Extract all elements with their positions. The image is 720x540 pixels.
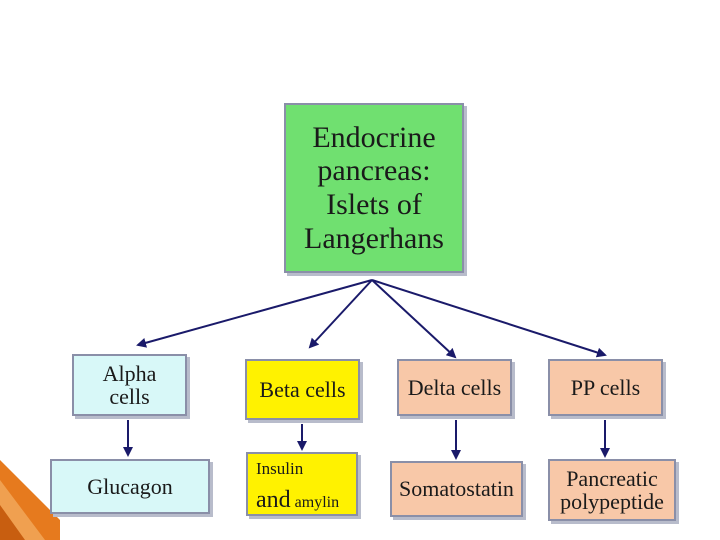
arrow-to-delta (371, 279, 457, 359)
amylin-label: amylin (294, 493, 340, 511)
delta-cells-box: Delta cells (397, 359, 512, 416)
arrow-to-alpha (136, 279, 373, 348)
delta-label: Delta cells (407, 374, 502, 400)
pancreatic-polypeptide-box: Pancreatic polypeptide (548, 459, 676, 521)
alpha-line-1: Alpha (102, 360, 157, 386)
pancpp-line-2: polypeptide (560, 489, 664, 514)
insulin-label: Insulin (256, 459, 304, 478)
and-label: and (256, 486, 291, 513)
insulin-amylin-box: Insulin and amylin (246, 452, 358, 516)
endocrine-pancreas-box: Endocrine pancreas: Islets of Langerhans (284, 103, 464, 273)
somatostatin-box: Somatostatin (390, 461, 523, 517)
alpha-cells-box: Alpha cells (72, 354, 187, 416)
arrow-to-pp (371, 279, 607, 358)
alpha-line-2: cells (109, 384, 150, 409)
root-line-1: Endocrine (312, 120, 436, 154)
pp-cells-box: PP cells (548, 359, 663, 416)
root-line-2: pancreas: (317, 154, 431, 188)
decorative-swoosh (0, 460, 60, 540)
somatostatin-label: Somatostatin (399, 476, 514, 502)
glucagon-label: Glucagon (87, 473, 173, 499)
root-line-3: Islets of (326, 188, 422, 221)
glucagon-box: Glucagon (50, 459, 210, 514)
beta-label: Beta cells (259, 376, 346, 402)
pancpp-line-1: Pancreatic (566, 465, 658, 491)
beta-cells-box: Beta cells (245, 359, 360, 420)
arrow-to-beta (308, 279, 373, 349)
pp-label: PP cells (570, 374, 641, 400)
root-line-4: Langerhans (304, 221, 444, 255)
insulin-line-2: and amylin (256, 486, 340, 513)
